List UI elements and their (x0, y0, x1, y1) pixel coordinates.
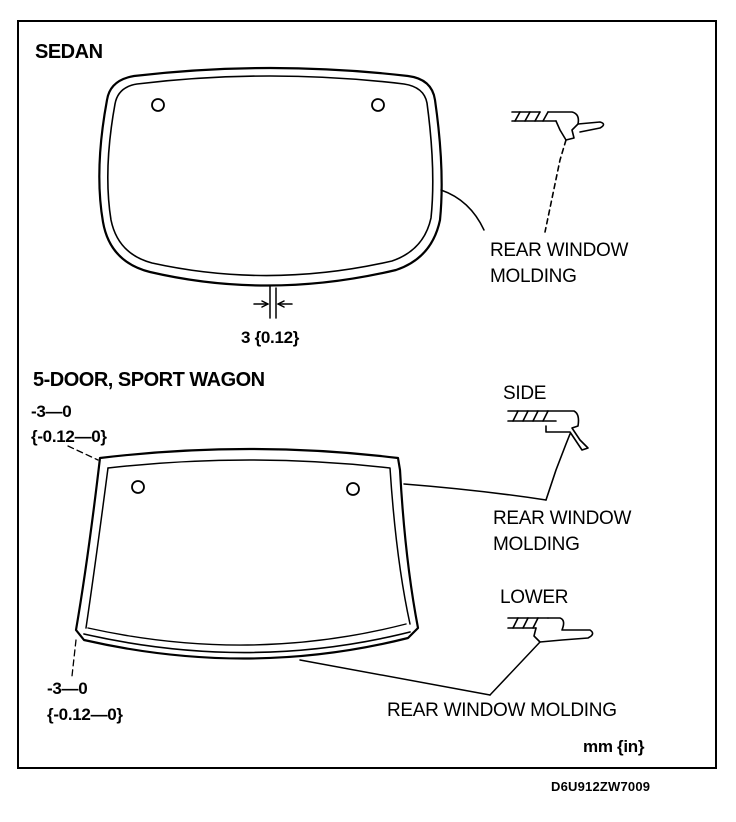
wagon-top-tolerance-in: {-0.12—0} (31, 427, 107, 446)
lower-label: LOWER (500, 587, 569, 608)
wagon-top-tolerance-mm: -3—0 (31, 402, 72, 421)
wagon-side-molding-label-line1: REAR WINDOW (493, 508, 632, 529)
sedan-gap-dimension (253, 285, 293, 319)
wagon-top-tolerance-leader (67, 445, 99, 461)
wagon-side-molding-section (507, 410, 589, 501)
units-label: mm {in} (583, 737, 645, 756)
wagon-side-molding-leader (403, 483, 547, 501)
sedan-molding-label-line2: MOLDING (490, 266, 577, 287)
figure-code: D6U912ZW7009 (551, 779, 651, 794)
wagon-heading: 5-DOOR, SPORT WAGON (33, 369, 265, 391)
wagon-side-molding-label-line2: MOLDING (493, 534, 580, 555)
side-label: SIDE (503, 383, 547, 404)
wagon-bottom-tolerance-in: {-0.12—0} (47, 705, 123, 724)
sedan-gap-label: 3 {0.12} (241, 328, 300, 347)
sedan-heading: SEDAN (35, 41, 103, 63)
wagon-bottom-tolerance-leader (71, 639, 77, 677)
wagon-bottom-tolerance-mm: -3—0 (47, 679, 88, 698)
sedan-molding-label-line1: REAR WINDOW (490, 240, 629, 261)
figure-frame (17, 20, 717, 769)
wagon-lower-molding-section (507, 617, 594, 643)
wagon-lower-molding-leader (299, 659, 491, 696)
sedan-molding-section (511, 111, 605, 233)
sedan-molding-leader (440, 189, 485, 231)
sedan-rear-window (98, 66, 443, 287)
wagon-rear-window (74, 447, 420, 660)
wagon-lower-molding-label: REAR WINDOW MOLDING (387, 700, 617, 721)
